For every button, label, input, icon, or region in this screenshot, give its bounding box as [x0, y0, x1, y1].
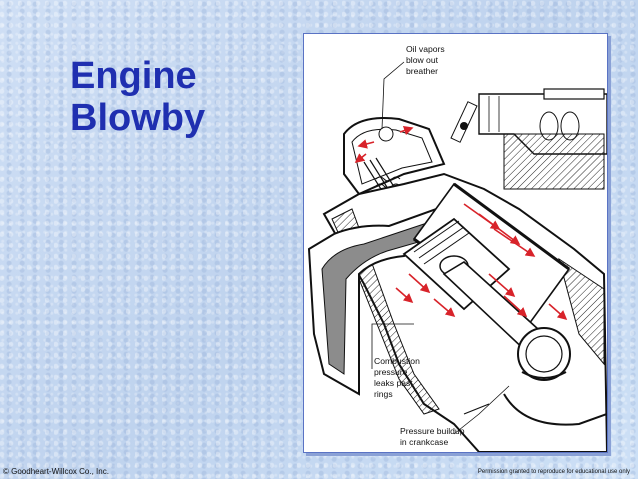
exhaust-manifold [307, 197, 486, 396]
engine-blowby-illustration: Oil vapors blow out breather Combustion … [303, 33, 608, 453]
callout-combustion-pressure: Combustion pressure leaks past rings [374, 356, 420, 399]
spark-plug [450, 101, 478, 143]
callout-leaders [371, 61, 510, 435]
callout-combustion-line1: Combustion [374, 356, 420, 366]
callout-crankcase-line1: Pressure buildup [400, 426, 465, 436]
callout-combustion-line2: pressure [374, 367, 408, 377]
copyright-footer: © Goodheart-Willcox Co., Inc. [3, 467, 109, 476]
permission-footer: Permission granted to reproduce for educ… [477, 469, 630, 475]
callout-oil-vapors: Oil vapors blow out breather [406, 44, 445, 76]
slide-title-line1: Engine [70, 55, 197, 97]
valve-cover [343, 117, 446, 196]
callout-oil-vapors-line2: blow out [406, 55, 439, 65]
callout-oil-vapors-line1: Oil vapors [406, 44, 445, 54]
callout-crankcase-pressure: Pressure buildup in crankcase [400, 426, 465, 447]
slide-title-line2: Blowby [70, 97, 206, 139]
crankcase [463, 393, 607, 426]
callout-combustion-line3: leaks past [374, 378, 413, 388]
intake-manifold [478, 88, 607, 190]
connecting-rod [442, 261, 571, 381]
callout-crankcase-line2: in crankcase [400, 437, 448, 447]
callout-oil-vapors-line3: breather [406, 66, 438, 76]
blowby-flow-arrows [354, 125, 568, 321]
slide-title: Engine Blowby [70, 55, 270, 139]
callout-combustion-line4: rings [374, 389, 393, 399]
engine-cutaway-drawing: Oil vapors blow out breather Combustion … [307, 44, 607, 452]
